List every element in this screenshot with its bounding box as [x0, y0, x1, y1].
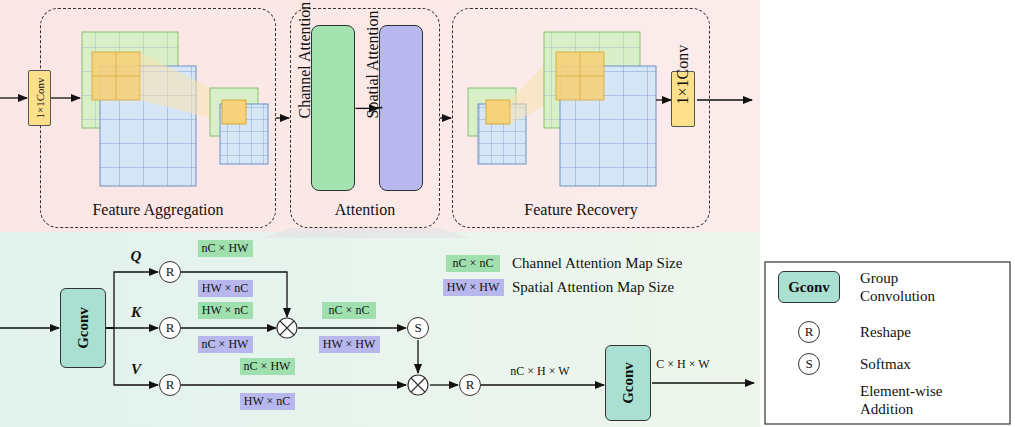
- node-text: Attention: [291, 201, 439, 219]
- node-text: R: [166, 264, 175, 280]
- size-tag: nC × nC: [322, 302, 376, 319]
- size-tag: nC × HW: [240, 358, 295, 375]
- softmax-circle: S: [407, 317, 429, 339]
- top-panel: [0, 0, 760, 232]
- size-tag: HW × nC: [198, 280, 253, 297]
- group-box: AttentionChannel AttentionSpatial Attent…: [290, 8, 440, 228]
- connector: [440, 117, 451, 118]
- reshape-circle: R: [159, 261, 181, 283]
- legend-text: Group Convolution: [860, 269, 960, 305]
- connector: [481, 384, 604, 385]
- edge-label: V: [131, 361, 141, 378]
- node-text: Gconv: [75, 307, 92, 349]
- reshape-circle: R: [459, 374, 481, 396]
- group-box: Feature Recovery 1×1Conv: [452, 8, 710, 228]
- group-box: Feature Aggregation: [40, 8, 276, 228]
- node-text: nC × HW: [202, 337, 249, 352]
- node-text: HW × nC: [202, 303, 249, 318]
- legend-sample: S: [798, 353, 820, 375]
- reshape-circle: R: [159, 317, 181, 339]
- zoom-shade: [262, 228, 470, 238]
- conv-box: 1×1Conv: [28, 70, 51, 126]
- size-tag: HW × HW: [443, 279, 504, 296]
- node-text: R: [805, 324, 814, 340]
- addition-symbol: [277, 318, 820, 408]
- node-text: nC × HW: [244, 359, 291, 374]
- gconv-box: Gconv: [605, 345, 651, 421]
- size-tag: HW × nC: [198, 302, 253, 319]
- feature-maps: [468, 32, 656, 186]
- attention-box: Channel Attention: [311, 25, 355, 191]
- connector: [106, 328, 158, 385]
- legend-sample: R: [798, 321, 820, 343]
- node-text: Feature Aggregation: [41, 201, 275, 219]
- node-text: R: [466, 377, 475, 393]
- legend-text: Element-wise Addition: [860, 382, 960, 418]
- node-text: HW × HW: [447, 280, 500, 295]
- edge-label: nC × H × W: [510, 364, 569, 379]
- node-text: Spatial Attention: [364, 98, 438, 119]
- connector: [106, 272, 158, 328]
- node-text: 1×1Conv: [674, 94, 693, 105]
- size-tag: nC × HW: [198, 240, 253, 257]
- node-text: R: [166, 320, 175, 336]
- node-text: S: [414, 320, 421, 336]
- gconv-box: Gconv: [60, 288, 106, 368]
- conv-box: 1×1Conv: [671, 71, 695, 127]
- node-text: HW × HW: [323, 337, 376, 352]
- node-text: HW × nC: [202, 281, 249, 296]
- node-text: nC × HW: [202, 241, 249, 256]
- node-text: S: [805, 356, 812, 372]
- node-text: Gconv: [788, 279, 830, 296]
- legend-sample: Gconv: [778, 271, 840, 303]
- node-text: HW × nC: [244, 394, 291, 409]
- node-text: Gconv: [620, 362, 637, 404]
- bottom-panel: [0, 232, 760, 427]
- legend-box: [765, 262, 1010, 424]
- size-tag: HW × HW: [319, 336, 380, 353]
- connector: [276, 117, 289, 118]
- attention-box: Spatial Attention: [379, 25, 423, 191]
- node-text: 1×1Conv: [34, 77, 46, 118]
- size-tag: nC × HW: [198, 336, 253, 353]
- feature-maps: [82, 32, 268, 186]
- wires: [0, 98, 754, 385]
- annotation: Spatial Attention Map Size: [512, 279, 674, 296]
- node-text: R: [166, 377, 175, 393]
- node-text: nC × nC: [453, 256, 494, 271]
- annotation: C × H × W: [656, 357, 709, 372]
- size-tag: nC × nC: [446, 255, 500, 272]
- annotation: Channel Attention Map Size: [512, 255, 682, 272]
- legend-text: Reshape: [860, 323, 960, 341]
- node-text: Feature Recovery: [453, 201, 709, 219]
- node-text: Channel Attention: [296, 98, 370, 119]
- size-tag: HW × nC: [240, 393, 295, 410]
- edge-label: K: [131, 304, 141, 321]
- reshape-circle: R: [159, 374, 181, 396]
- legend-text: Softmax: [860, 355, 960, 373]
- edge-label: Q: [131, 248, 142, 265]
- node-text: nC × nC: [329, 303, 370, 318]
